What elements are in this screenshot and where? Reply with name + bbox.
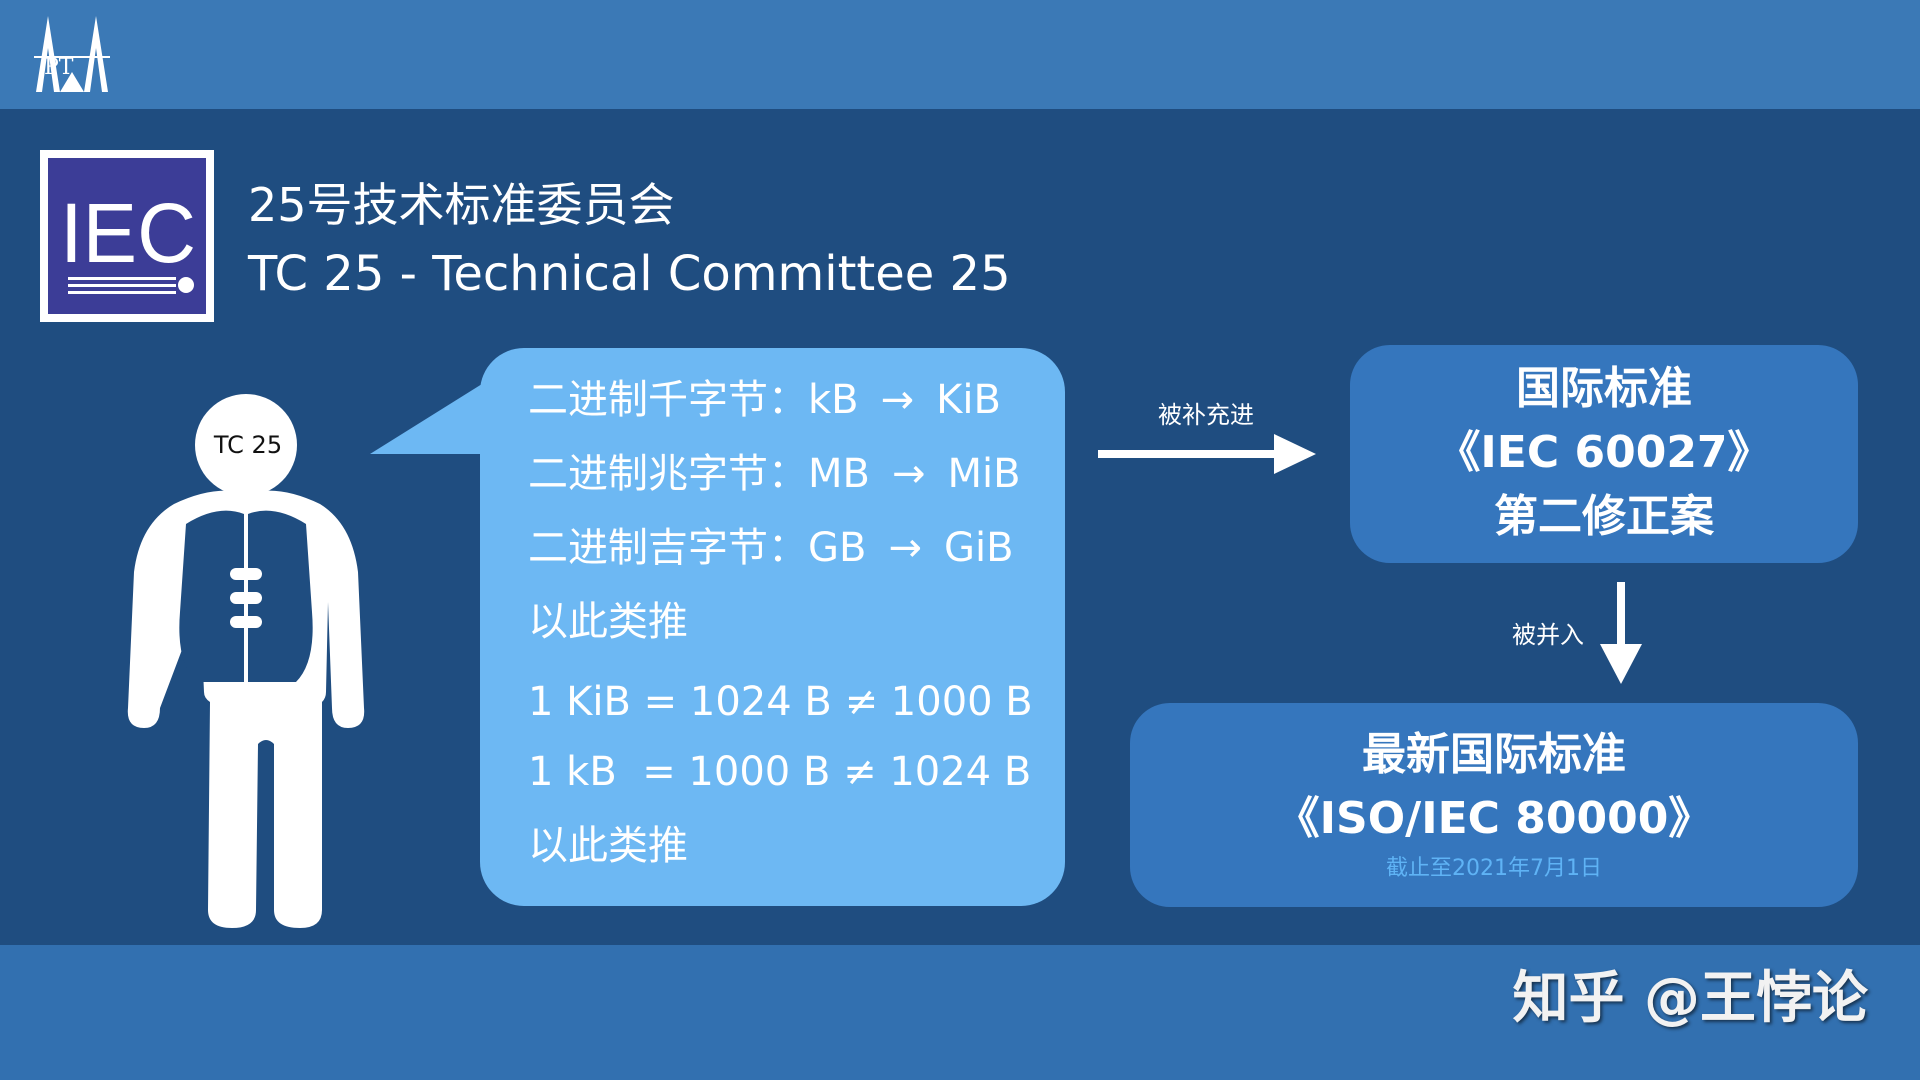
row-name: 二进制吉字节： (528, 525, 808, 571)
box1-line1: 国际标准 (1516, 363, 1692, 414)
bubble-row-gb: 二进制吉字节：GB → GiB (528, 524, 1014, 572)
merge-label: 被并入 (1512, 621, 1584, 649)
bottom-band (0, 945, 1920, 1080)
bubble-etc-1: 以此类推 (528, 599, 688, 645)
bubble-row-kb: 二进制千字节：kB → KiB (528, 376, 1001, 424)
pt-logo: PT (34, 16, 110, 92)
row-to: GiB (943, 525, 1014, 571)
row-name: 二进制千字节： (528, 377, 808, 423)
right-arrow-icon: → (891, 451, 926, 497)
page-title-cn: 25号技术标准委员会 (248, 178, 675, 232)
bubble-row-mb: 二进制兆字节：MB → MiB (528, 450, 1021, 498)
box1-line2: 《IEC 60027》 (1436, 427, 1772, 478)
right-arrow-icon: → (880, 377, 915, 423)
iec-60027-box: 国际标准 《IEC 60027》 第二修正案 (1350, 345, 1858, 563)
iec-logo-text: IEC (60, 186, 196, 280)
bubble-equation-kib: 1 KiB = 1024 B ≠ 1000 B (528, 679, 1033, 725)
row-from: GB (808, 525, 867, 571)
box2-date-note: 截止至2021年7月1日 (1386, 856, 1602, 881)
row-from: MB (808, 451, 870, 497)
box1-line3: 第二修正案 (1494, 491, 1714, 542)
row-to: KiB (936, 377, 1001, 423)
page-title-en: TC 25 - Technical Committee 25 (248, 246, 1011, 302)
watermark: 知乎 @王悖论 (1512, 966, 1869, 1031)
row-to: MiB (947, 451, 1021, 497)
iso-iec-80000-box: 最新国际标准 《ISO/IEC 80000》 截止至2021年7月1日 (1130, 703, 1858, 907)
person-label: TC 25 (213, 431, 283, 459)
bubble-equation-kb: 1 kB = 1000 B ≠ 1024 B (528, 749, 1032, 795)
right-arrow-icon: → (888, 525, 922, 571)
supplement-label: 被补充进 (1158, 401, 1254, 429)
row-name: 二进制兆字节： (528, 451, 808, 497)
top-band (0, 0, 1920, 109)
person-figure (127, 394, 365, 928)
box2-line2: 《ISO/IEC 80000》 (1275, 793, 1713, 844)
pt-logo-text: PT (44, 55, 74, 80)
down-arrow-icon (1600, 582, 1642, 684)
right-arrow-icon (1098, 434, 1316, 474)
row-from: kB (808, 377, 859, 423)
box2-line1: 最新国际标准 (1362, 729, 1626, 780)
bubble-etc-2: 以此类推 (528, 823, 688, 869)
speech-bubble (480, 348, 1065, 906)
speech-bubble-tail (370, 384, 500, 454)
iec-logo: IEC (40, 150, 214, 322)
